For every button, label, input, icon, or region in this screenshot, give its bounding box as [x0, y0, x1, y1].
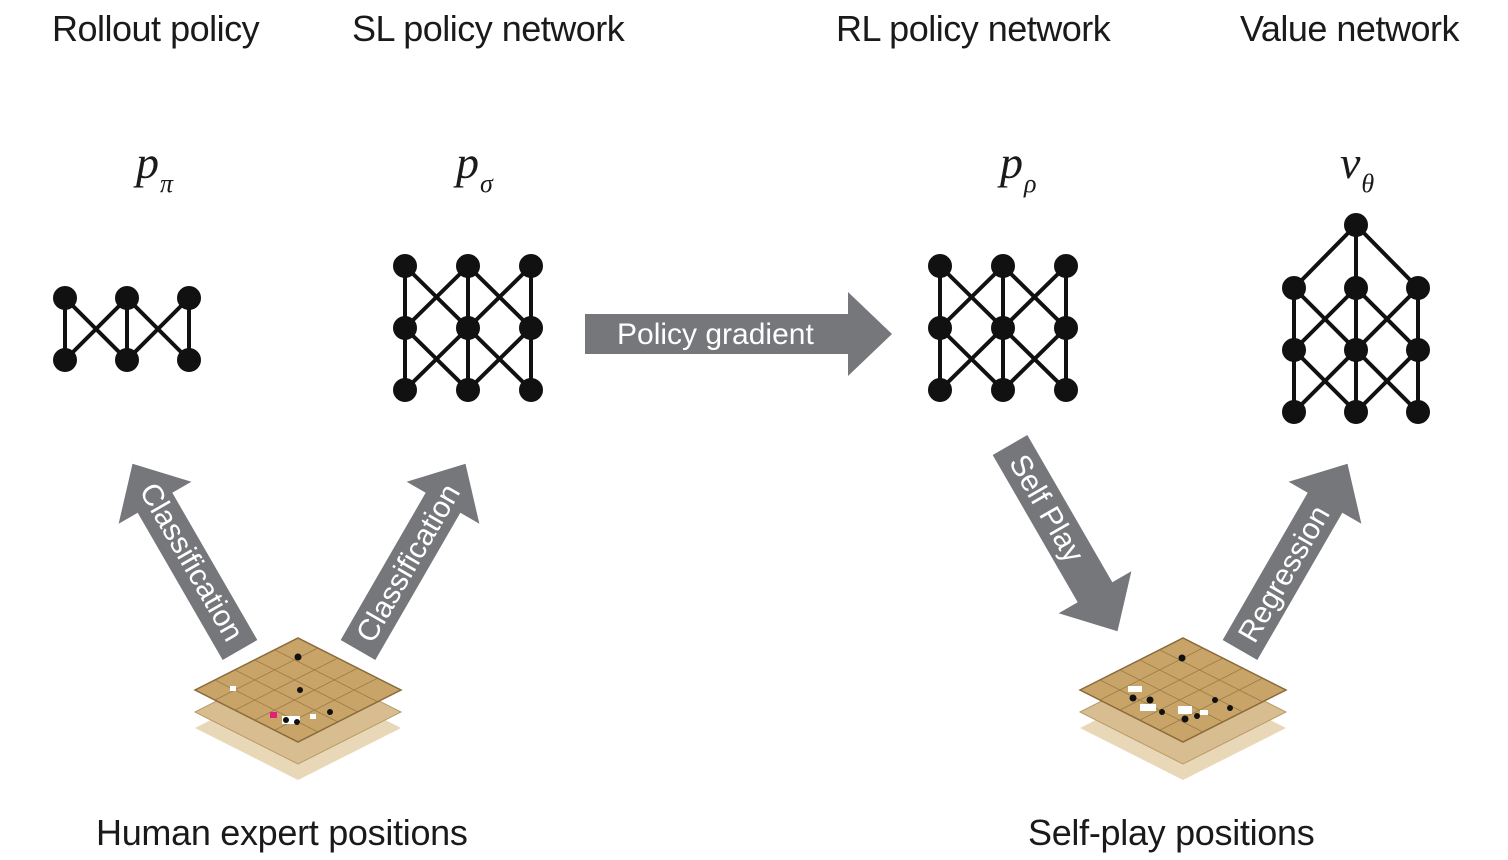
rollout-network [53, 286, 201, 372]
regression-label: Regression [1232, 500, 1336, 648]
sl-symbol: pσ [456, 136, 493, 199]
rollout-policy-title: Rollout policy [52, 8, 260, 49]
value-symbol-sub: θ [1361, 169, 1375, 199]
self-play-arrow: Self Play [992, 435, 1132, 632]
rl-symbol-base: p [1000, 137, 1023, 188]
value-symbol: vθ [1340, 136, 1375, 199]
rollout-symbol-sub: π [160, 169, 174, 199]
board-stones-right [1128, 654, 1233, 723]
rl-network [928, 254, 1078, 402]
value-symbol-base: v [1340, 137, 1361, 188]
rl-policy-title: RL policy network [836, 8, 1111, 49]
value-network [1282, 213, 1430, 424]
regression-arrow: Regression [1222, 463, 1362, 660]
board-stones-left [230, 653, 333, 725]
rollout-symbol: pπ [136, 136, 174, 199]
selfplay-board-stack [1078, 637, 1288, 780]
rollout-symbol-base: p [136, 137, 159, 188]
rl-symbol-sub: ρ [1024, 169, 1037, 199]
policy-gradient-arrow: Policy gradient [585, 292, 892, 376]
classification-left-arrow: Classification [118, 463, 258, 660]
self-play-label: Self Play [1002, 449, 1090, 568]
human-board-stack [193, 637, 403, 780]
sl-symbol-base: p [456, 137, 479, 188]
classification-left-label: Classification [133, 478, 250, 648]
self-play-positions-label: Self-play positions [1028, 812, 1315, 853]
sl-network [393, 254, 543, 402]
sl-policy-title: SL policy network [352, 8, 625, 49]
human-expert-positions-label: Human expert positions [96, 812, 468, 853]
classification-right-label: Classification [350, 479, 467, 649]
value-network-title: Value network [1240, 8, 1459, 49]
rl-symbol: pρ [1000, 136, 1037, 199]
policy-gradient-label: Policy gradient [617, 318, 814, 351]
sl-symbol-sub: σ [480, 169, 493, 199]
classification-right-arrow: Classification [340, 463, 480, 660]
